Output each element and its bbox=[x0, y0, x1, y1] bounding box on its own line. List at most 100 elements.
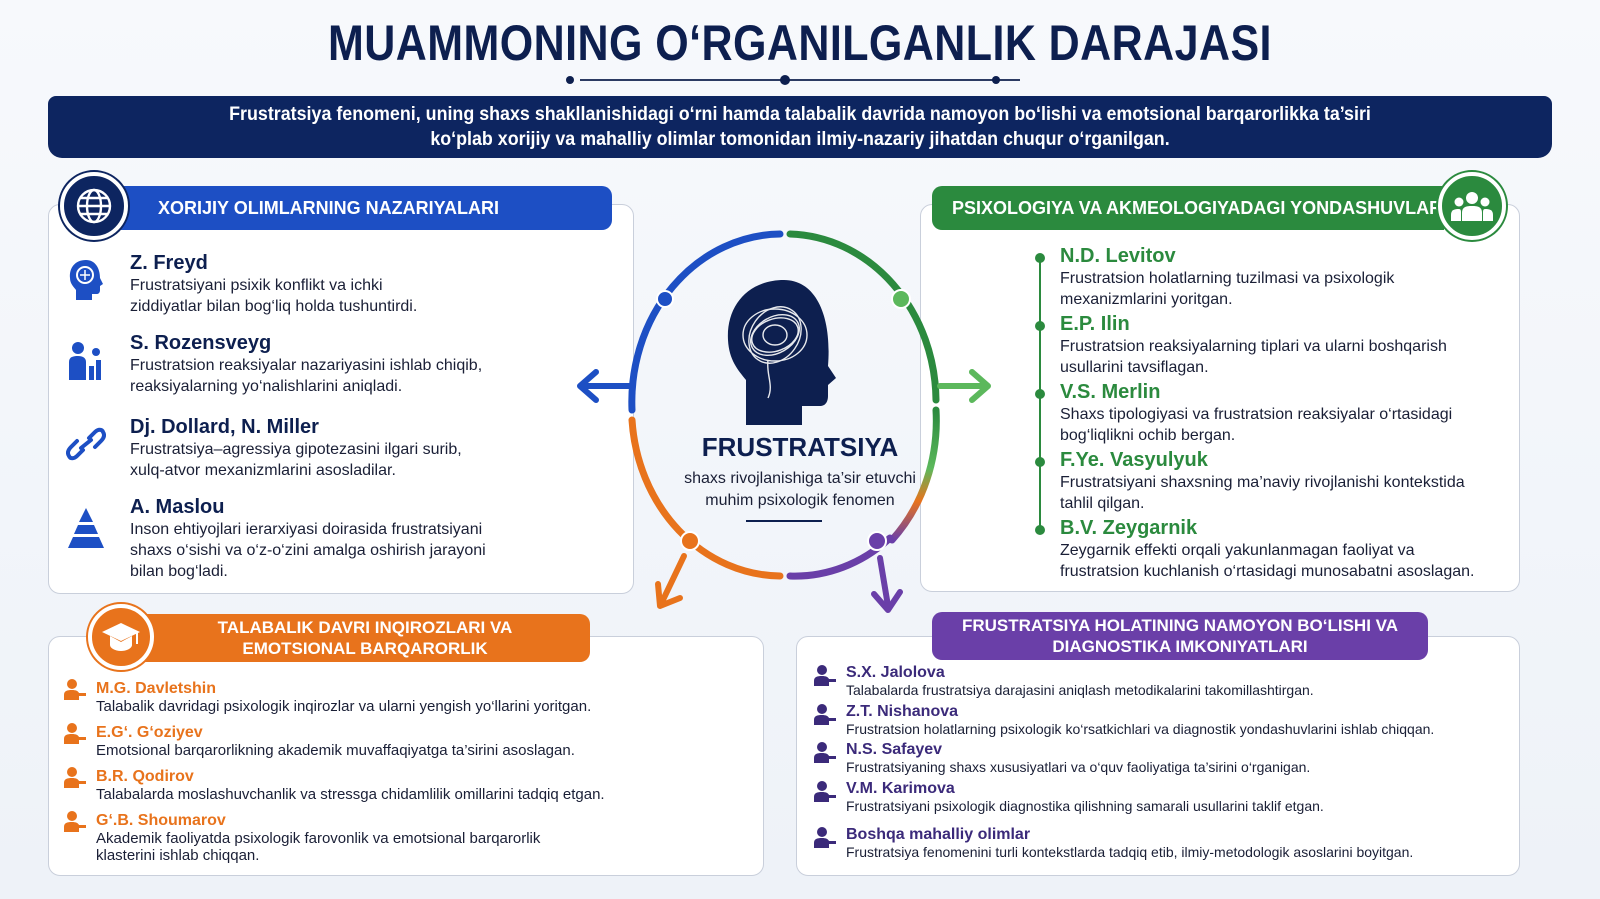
scholar-desc: Frustratsiya fenomenini turli kontekstla… bbox=[846, 844, 1414, 860]
scholar-desc: Frustratsiyani shaxsning ma’naviy rivojl… bbox=[1060, 474, 1465, 491]
scholar-desc: frustratsion kuchlanish o‘rtasidagi muno… bbox=[1060, 563, 1475, 580]
pyramid-icon bbox=[66, 504, 106, 552]
psych-item: V.S. Merlin Shaxs tipologiyasi va frustr… bbox=[1060, 381, 1510, 446]
scholar-desc: Zeygarnik effekti orqali yakunlanmagan f… bbox=[1060, 542, 1415, 559]
psych-item: E.P. Ilin Frustratsion reaksiyalarning t… bbox=[1060, 313, 1510, 378]
center-title: FRUSTRATSIYA bbox=[701, 432, 899, 462]
scholar-name: B.V. Zeygarnik bbox=[1060, 517, 1198, 539]
center-underline bbox=[746, 520, 822, 522]
center-subtitle: shaxs rivojlanishiga ta’sir etuvchi muhi… bbox=[660, 468, 940, 512]
diagnostics-item: Boshqa mahalliy olimlar Frustratsiya fen… bbox=[846, 826, 1506, 860]
scholar-name: Z.T. Nishanova bbox=[846, 703, 959, 720]
diagnostics-header-line: DIAGNOSTIKA IMKONIYATLARI bbox=[1052, 637, 1308, 656]
timeline-dot bbox=[1035, 389, 1045, 399]
scholar-name: A. Maslou bbox=[130, 496, 225, 518]
scholar-desc: bog‘liqlikni ochib bergan. bbox=[1060, 427, 1236, 444]
person-icon bbox=[814, 664, 836, 686]
scholar-desc: klasterini ishlab chiqqan. bbox=[96, 847, 260, 864]
scholar-desc: Frustratsion holatlarning psixologik ko‘… bbox=[846, 721, 1435, 737]
foreign-item: Dj. Dollard, N. Miller Frustratsiya–agre… bbox=[130, 416, 610, 481]
arc-blue bbox=[628, 230, 784, 414]
person-icon bbox=[814, 780, 836, 802]
page-title: MUAMMONING O‘RGANILGANLIK DARAJASI bbox=[328, 15, 1272, 71]
graduation-cap-icon bbox=[88, 604, 154, 670]
student-item: M.G. Davletshin Talabalik davridagi psix… bbox=[96, 680, 746, 715]
scholar-desc: Frustratsiya–agressiya gipotezasini ilga… bbox=[130, 441, 462, 458]
scholar-desc: Shaxs tipologiyasi va frustratsion reaks… bbox=[1060, 406, 1453, 423]
scholar-name: G‘.B. Shoumarov bbox=[96, 812, 226, 829]
scholar-desc: Emotsional barqarorlikning akademik muva… bbox=[96, 742, 575, 759]
foreign-scholars-panel bbox=[48, 204, 634, 594]
diagnostics-item: S.X. Jalolova Talabalarda frustratsiya d… bbox=[846, 664, 1506, 698]
scholar-name: Dj. Dollard, N. Miller bbox=[130, 416, 319, 438]
person-icon bbox=[814, 826, 836, 848]
scholar-desc: shaxs o‘sishi va o‘z-o‘zini amalga oshir… bbox=[130, 542, 486, 559]
scholar-desc: reaksiyalarning yo‘nalishlarini aniqladi… bbox=[130, 378, 403, 395]
scholar-desc: usullarini tavsiflagan. bbox=[1060, 359, 1209, 376]
cycle-node-green bbox=[891, 289, 911, 309]
center-cycle-diagram bbox=[577, 230, 991, 613]
psych-item: F.Ye. Vasyulyuk Frustratsiyani shaxsning… bbox=[1060, 449, 1510, 514]
person-icon bbox=[64, 766, 86, 788]
banner-line-2: ko‘plab xorijiy va mahalliy olimlar tomo… bbox=[430, 129, 1170, 150]
student-panel bbox=[48, 636, 764, 876]
foreign-scholars-header-label: XORIJIY OLIMLARNING NAZARIYALARI bbox=[158, 197, 500, 218]
center-subtitle-line: shaxs rivojlanishiga ta’sir etuvchi bbox=[684, 470, 916, 487]
scholar-desc: Inson ehtiyojlari ierarxiyasi doirasida … bbox=[130, 521, 483, 538]
diagnostics-item: N.S. Safayev Frustratsiyaning shaxs xusu… bbox=[846, 741, 1506, 775]
scholar-name: Boshqa mahalliy olimlar bbox=[846, 826, 1031, 843]
scholar-desc: Frustratsiyaning shaxs xususiyatlari va … bbox=[846, 759, 1311, 775]
person-icon bbox=[814, 703, 836, 725]
diagnostics-header: FRUSTRATSIYA HOLATINING NAMOYON BO‘LISHI… bbox=[932, 612, 1428, 660]
foreign-item: Z. Freyd Frustratsiyani psixik konflikt … bbox=[130, 252, 610, 317]
scholar-name: S. Rozensveyg bbox=[130, 332, 272, 354]
timeline-dot bbox=[1035, 253, 1045, 263]
person-icon bbox=[64, 810, 86, 832]
banner-line-1: Frustratsiya fenomeni, uning shaxs shakl… bbox=[229, 104, 1371, 125]
scholar-name: S.X. Jalolova bbox=[846, 664, 945, 681]
psychology-header: PSIXOLOGIYA VA AKMEOLOGIYADAGI YONDASHUV… bbox=[932, 186, 1444, 230]
divider-dot bbox=[566, 76, 574, 84]
timeline-dot bbox=[1035, 525, 1045, 535]
scholar-desc: tahlil qilgan. bbox=[1060, 495, 1145, 512]
person-icon bbox=[814, 741, 836, 763]
scholar-name: E.G‘. G‘oziyev bbox=[96, 724, 203, 741]
psych-item: N.D. Levitov Frustratsion holatlarning t… bbox=[1060, 245, 1510, 310]
foreign-item: A. Maslou Inson ehtiyojlari ierarxiyasi … bbox=[130, 496, 620, 582]
head-silhouette-icon bbox=[727, 280, 836, 425]
student-item: B.R. Qodirov Talabalarda moslashuvchanli… bbox=[96, 768, 746, 803]
student-item: E.G‘. G‘oziyev Emotsional barqarorliknin… bbox=[96, 724, 746, 759]
divider-dot bbox=[992, 76, 1000, 84]
scholar-desc: Talabalarda moslashuvchanlik va stressga… bbox=[96, 786, 605, 803]
foreign-item: S. Rozensveyg Frustratsion reaksiyalar n… bbox=[130, 332, 610, 397]
cycle-node-blue bbox=[656, 290, 674, 308]
psych-item: B.V. Zeygarnik Zeygarnik effekti orqali … bbox=[1060, 517, 1510, 582]
people-group-icon bbox=[1438, 172, 1506, 240]
arrow-right bbox=[937, 369, 991, 403]
scholar-desc: Talabalik davridagi psixologik inqirozla… bbox=[96, 698, 592, 715]
scholar-desc: Frustratsion reaksiyalarning tiplari va … bbox=[1060, 338, 1447, 355]
arc-orange bbox=[628, 416, 784, 580]
student-header: TALABALIK DAVRI INQIROZLARI VA EMOTSIONA… bbox=[120, 614, 590, 662]
divider-dot bbox=[780, 75, 790, 85]
person-chart-icon bbox=[66, 336, 106, 384]
arrow-down-left bbox=[655, 553, 687, 609]
scholar-desc: ziddiyatlar bilan bog‘liq holda tushunti… bbox=[130, 298, 418, 315]
scholar-name: N.S. Safayev bbox=[846, 741, 943, 758]
scholar-desc: bilan bog‘ladi. bbox=[130, 563, 228, 580]
center-subtitle-line: muhim psixologik fenomen bbox=[705, 492, 895, 509]
timeline-dot bbox=[1035, 457, 1045, 467]
scholar-name: V.M. Karimova bbox=[846, 780, 955, 797]
head-brain-icon bbox=[66, 256, 106, 304]
cycle-node-orange bbox=[680, 531, 700, 551]
scholar-name: M.G. Davletshin bbox=[96, 680, 217, 697]
scholar-desc: Frustratsiyani psixik konflikt va ichki bbox=[130, 277, 383, 294]
arrow-left bbox=[577, 369, 633, 403]
student-header-line: TALABALIK DAVRI INQIROZLARI VA bbox=[217, 618, 513, 637]
foreign-scholars-header: XORIJIY OLIMLARNING NAZARIYALARI bbox=[100, 186, 612, 230]
scholar-desc: mexanizmlarini yoritgan. bbox=[1060, 291, 1233, 308]
student-header-line: EMOTSIONAL BARQARORLIK bbox=[242, 639, 488, 658]
scholar-desc: Akademik faoliyatda psixologik farovonli… bbox=[96, 830, 541, 847]
scholar-name: F.Ye. Vasyulyuk bbox=[1060, 449, 1208, 471]
psychology-header-label: PSIXOLOGIYA VA AKMEOLOGIYADAGI YONDASHUV… bbox=[952, 197, 1443, 218]
